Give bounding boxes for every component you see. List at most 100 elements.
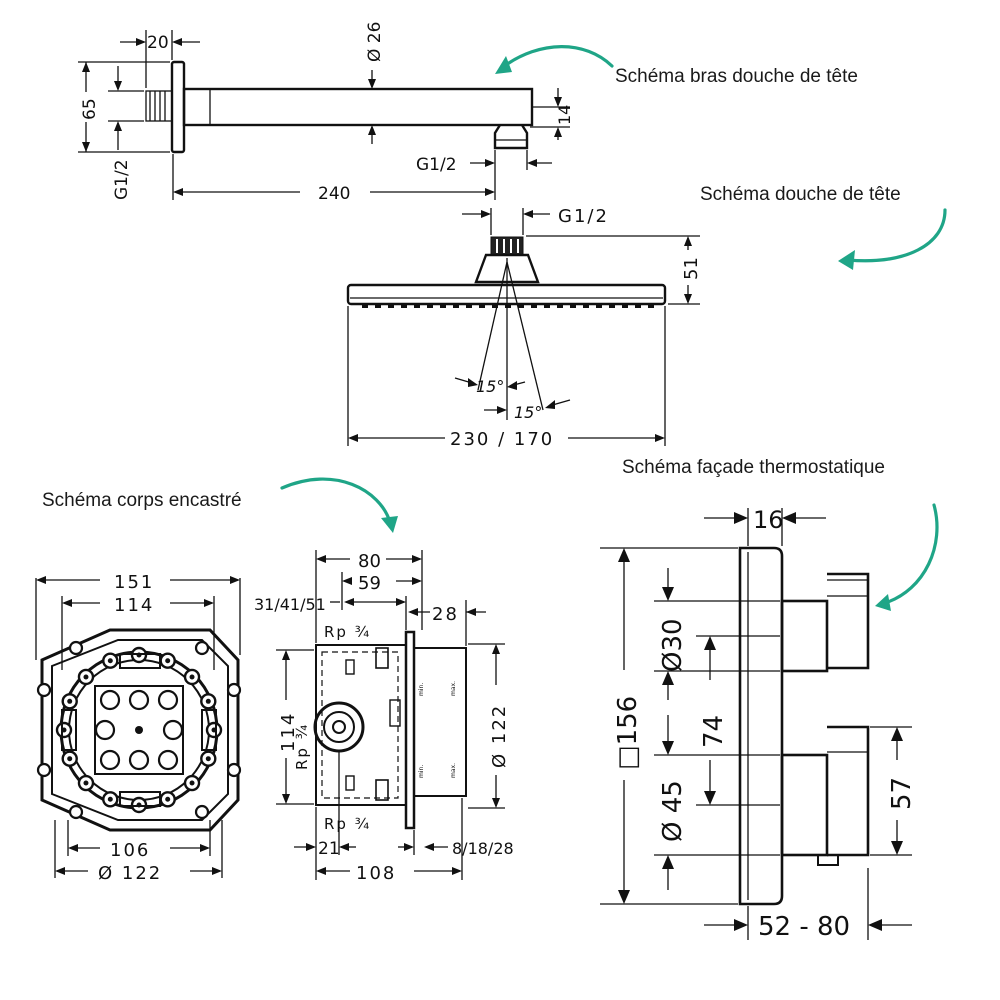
dim-front-122: Ø 122	[98, 863, 162, 884]
nozzle	[453, 304, 459, 308]
label-rp-bot: Rp ¾	[324, 815, 371, 833]
body-side-drawing: min. max. min. max. 80 59 31/41/51 28	[254, 550, 514, 884]
bolt-center	[165, 796, 171, 802]
dim-side-108: 108	[356, 863, 396, 884]
nozzle	[414, 304, 420, 308]
nozzle	[388, 304, 394, 308]
mount-tab	[194, 640, 210, 656]
bolt-center	[205, 756, 211, 762]
trim-drawing: 16 □156 Ø30 74 Ø 45	[600, 506, 917, 942]
dim-trim-30: Ø30	[658, 618, 688, 672]
shower-head-drawing: G1/2 51 15° 15° 230 / 170	[346, 206, 702, 450]
dim-side-21: 21	[318, 839, 340, 859]
dim-side-31: 31/41/51	[254, 595, 326, 614]
nozzle	[362, 304, 368, 308]
bolt-center	[107, 796, 113, 802]
body-hole	[99, 689, 121, 711]
label-rp-top: Rp ¾	[324, 623, 371, 641]
nozzle	[635, 304, 641, 308]
label-max-bot: max.	[450, 763, 457, 778]
bolt-center	[189, 780, 195, 786]
shower-arm-drawing: 20 Ø 26 65 G1/2 14	[78, 22, 574, 204]
dim-arm-g-left: G1/2	[112, 159, 132, 200]
dim-trim-5280: 52 - 80	[758, 912, 850, 942]
mount-tab	[194, 804, 210, 820]
dim-head-ang2: 15°	[514, 403, 542, 422]
dim-trim-74: 74	[699, 715, 729, 748]
nozzle	[479, 304, 485, 308]
nozzle	[505, 304, 511, 308]
nozzle	[518, 304, 524, 308]
dim-side-59: 59	[358, 573, 381, 594]
dim-head-ang1: 15°	[476, 377, 504, 396]
mount-tab	[226, 762, 242, 778]
nozzle	[622, 304, 628, 308]
mount-tab	[68, 804, 84, 820]
dim-head-230: 230 / 170	[450, 429, 554, 450]
dim-side-28: 28	[432, 604, 459, 625]
dim-arm-65: 65	[80, 98, 100, 120]
body-hole	[162, 719, 184, 741]
bolt-center	[205, 698, 211, 704]
body-hole	[128, 689, 150, 711]
nozzle	[596, 304, 602, 308]
body-hole	[157, 689, 179, 711]
bolt-center	[189, 674, 195, 680]
nozzle	[557, 304, 563, 308]
nozzle	[570, 304, 576, 308]
caption-trim: Schéma façade thermostatique	[622, 457, 885, 478]
arrow-to-trim	[875, 503, 939, 611]
dim-side-81828: 8/18/28	[452, 839, 514, 858]
dim-arm-14: 14	[555, 105, 574, 125]
dim-trim-57: 57	[887, 777, 917, 810]
dim-arm-26: Ø 26	[365, 22, 385, 62]
nozzle	[609, 304, 615, 308]
mount-tab	[226, 682, 242, 698]
body-hole	[94, 719, 116, 741]
label-max-top: max.	[450, 681, 457, 696]
nozzle	[492, 304, 498, 308]
nozzle	[648, 304, 654, 308]
arrow-to-body	[280, 477, 398, 533]
bolt-center	[107, 658, 113, 664]
dim-trim-156: □156	[613, 696, 643, 770]
dim-side-114: 114	[278, 712, 299, 752]
dim-trim-45: Ø 45	[658, 780, 688, 842]
body-front-drawing: 151 114 106 Ø 122	[35, 572, 242, 884]
dim-head-51: 51	[681, 257, 702, 280]
dim-head-g12: G1/2	[558, 206, 609, 227]
caption-arm: Schéma bras douche de tête	[615, 66, 858, 87]
mount-tab	[36, 762, 52, 778]
label-rp-mid: Rp ¾	[293, 723, 311, 770]
nozzle	[531, 304, 537, 308]
dim-arm-240: 240	[318, 184, 350, 204]
bolt-center	[165, 658, 171, 664]
bolt-center	[83, 674, 89, 680]
nozzle	[375, 304, 381, 308]
label-min-top: min.	[418, 683, 425, 696]
nozzle	[440, 304, 446, 308]
dim-arm-g-right: G1/2	[416, 155, 457, 175]
body-hole	[99, 749, 121, 771]
body-hole	[128, 749, 150, 771]
dim-side-122: Ø 122	[489, 704, 510, 768]
dim-front-106: 106	[110, 840, 150, 861]
caption-head: Schéma douche de tête	[700, 184, 901, 205]
nozzle	[427, 304, 433, 308]
nozzle	[544, 304, 550, 308]
bolt-center	[67, 698, 73, 704]
dim-trim-16: 16	[753, 506, 784, 534]
dim-arm-20: 20	[147, 33, 169, 53]
label-min-bot: min.	[418, 765, 425, 778]
nozzle	[583, 304, 589, 308]
mount-tab	[36, 682, 52, 698]
dim-front-114: 114	[114, 595, 154, 616]
bolt-center	[83, 780, 89, 786]
body-hole	[157, 749, 179, 771]
dim-front-151: 151	[114, 572, 154, 593]
arrow-to-arm	[495, 45, 614, 74]
caption-body: Schéma corps encastré	[42, 490, 242, 511]
nozzle	[401, 304, 407, 308]
bolt-center	[67, 756, 73, 762]
